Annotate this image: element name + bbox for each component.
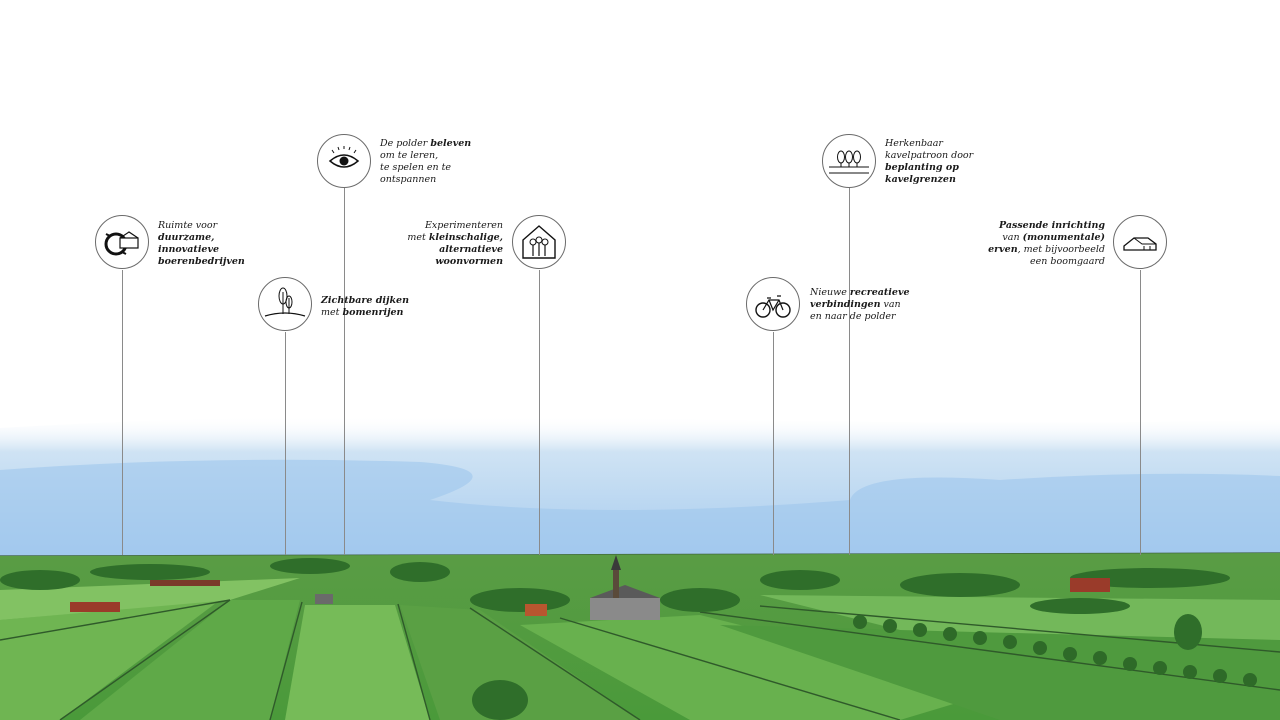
field — [80, 600, 300, 720]
annotation-icon-zichtbare-dijken — [258, 277, 312, 331]
annotation-label: De polder beleven om te leren, te spelen… — [380, 138, 472, 185]
stem-line — [1140, 270, 1141, 555]
annotation-label: Nieuwe recreatieve verbindingen van en n… — [810, 287, 910, 322]
stem-line — [285, 332, 286, 555]
annotation-icon-recreatieve-verbindingen — [746, 277, 800, 331]
annotation-label: Herkenbaar kavelpatroon door beplanting … — [885, 138, 974, 185]
field — [720, 625, 1280, 720]
bicycle-icon — [755, 295, 791, 318]
tree-dike-icon — [264, 287, 306, 317]
field — [400, 605, 640, 720]
annotation-label: Ruimte voor duurzame, innovatieve boeren… — [158, 220, 245, 267]
stem-line — [539, 270, 540, 555]
stem-line — [122, 270, 123, 555]
annotation-icon-woonvormen — [512, 215, 566, 269]
field — [760, 595, 1280, 640]
sky-wash-dark — [0, 459, 1280, 560]
farmstead-icon — [1123, 237, 1157, 251]
tree-plot-icon — [829, 150, 869, 174]
stem-line — [344, 188, 345, 555]
recycle-farm-icon — [104, 231, 139, 256]
annotation-icon-kavelpatroon — [822, 134, 876, 188]
field — [520, 615, 1000, 720]
annotation-icon-duurzame-boerenbedrijven — [95, 215, 149, 269]
eye-icon — [328, 146, 360, 168]
annotation-icon-erven — [1113, 215, 1167, 269]
stem-line — [773, 332, 774, 555]
field — [285, 605, 430, 720]
annotation-label: Passende inrichting van (monumentale) er… — [988, 220, 1105, 267]
village — [70, 555, 1110, 620]
family-house-icon — [522, 225, 556, 259]
stem-line — [849, 188, 850, 555]
annotation-label: Zichtbare dijken met bomenrijen — [321, 295, 410, 318]
annotation-label: Experimenteren met kleinschalige, altern… — [407, 220, 503, 267]
annotation-icon-polder-beleven — [317, 134, 371, 188]
